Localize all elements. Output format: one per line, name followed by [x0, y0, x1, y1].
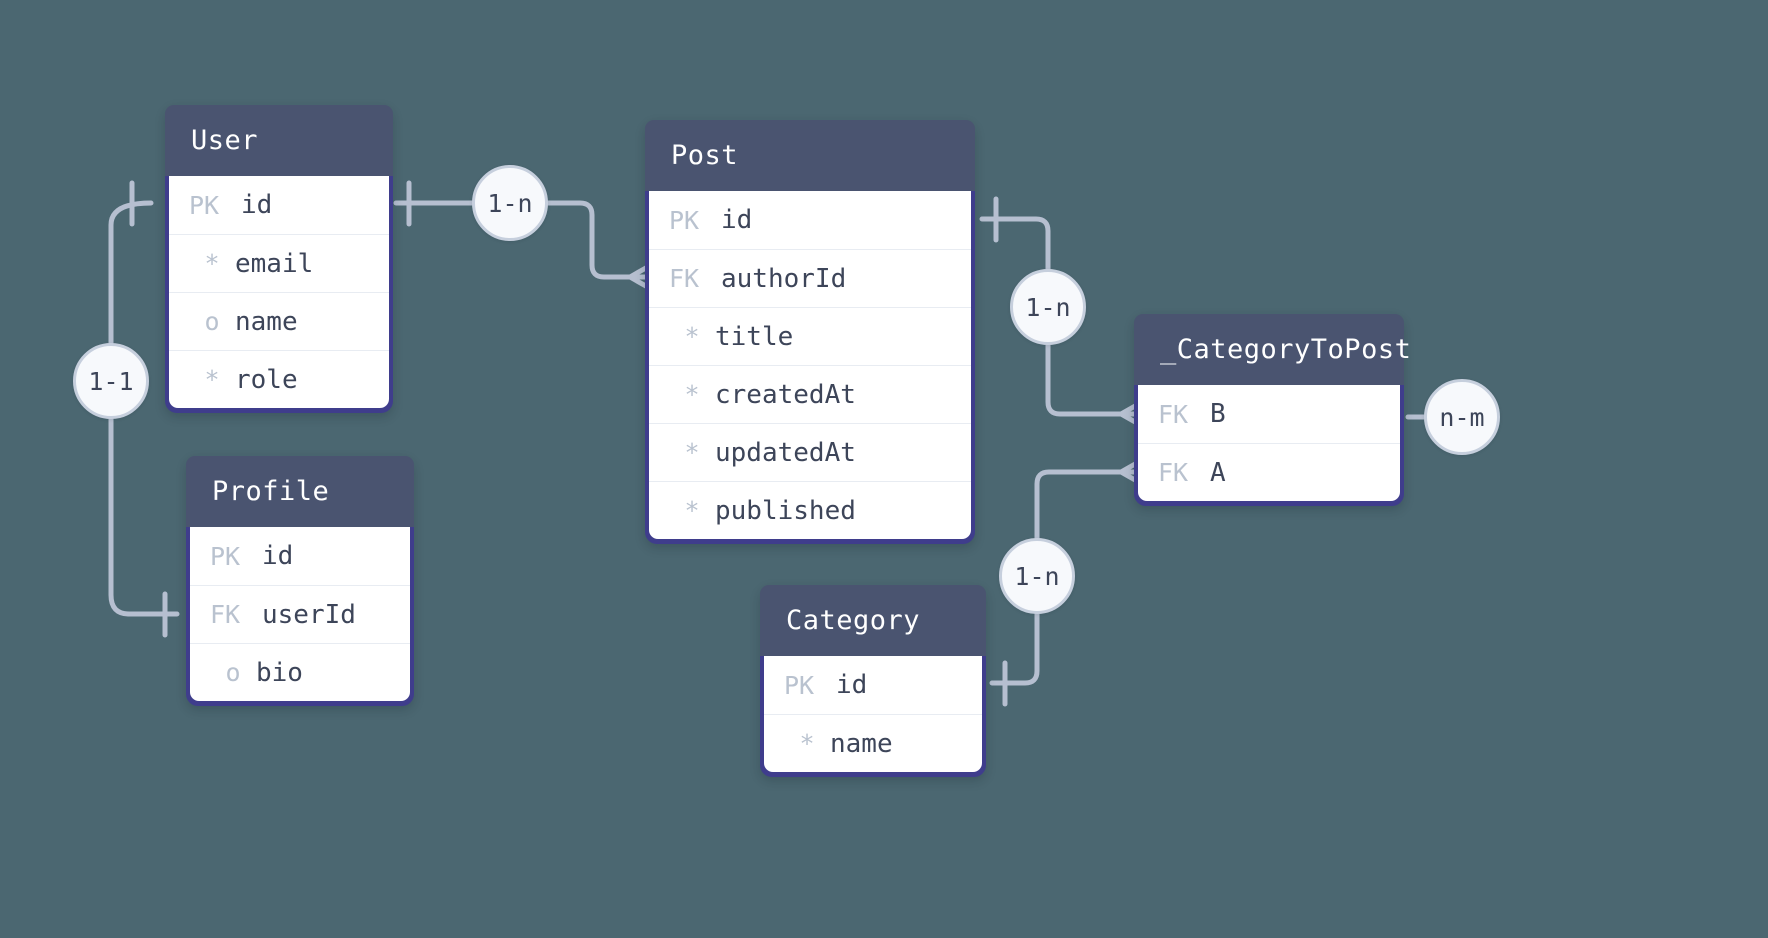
- edge-user-profile: [108, 200, 154, 346]
- entity-title-category: Category: [760, 585, 986, 656]
- field-key-indicator: FK: [669, 264, 700, 293]
- field-name-label: name: [830, 728, 893, 759]
- field-row[interactable]: * updatedAt: [649, 423, 971, 481]
- field-name-label: role: [235, 364, 298, 395]
- cardinality-badge-user-profile[interactable]: 1-1: [73, 343, 149, 419]
- field-key-indicator: o: [204, 307, 220, 336]
- field-name-label: A: [1210, 457, 1226, 488]
- field-name-label: title: [715, 321, 794, 352]
- field-row[interactable]: * createdAt: [649, 365, 971, 423]
- edge-category-ctp-bottom: [989, 611, 1040, 686]
- field-row[interactable]: * title: [649, 307, 971, 365]
- field-name-label: name: [235, 306, 298, 337]
- field-name-label: bio: [256, 657, 303, 688]
- field-name-label: updatedAt: [715, 437, 856, 468]
- field-row[interactable]: PK id: [649, 191, 971, 249]
- edge-post-ctp-bottom: [1045, 342, 1124, 417]
- entity-title-post: Post: [645, 120, 975, 191]
- field-key-indicator: o: [225, 658, 241, 687]
- cardinality-badge-post-categorytopost[interactable]: 1-n: [1010, 269, 1086, 345]
- entity-title-user: User: [165, 105, 393, 176]
- field-name-label: createdAt: [715, 379, 856, 410]
- field-name-label: published: [715, 495, 856, 526]
- field-name-label: email: [235, 248, 314, 279]
- field-key-indicator: PK: [210, 541, 241, 571]
- field-row[interactable]: PK id: [764, 656, 982, 714]
- field-key-indicator: *: [684, 322, 700, 351]
- field-key-indicator: PK: [784, 670, 815, 700]
- field-name-label: id: [241, 190, 273, 220]
- field-key-indicator: PK: [189, 190, 220, 220]
- entity-title-profile: Profile: [186, 456, 414, 527]
- cardinality-badge-user-post[interactable]: 1-n: [472, 165, 548, 241]
- field-key-indicator: *: [684, 380, 700, 409]
- field-key-indicator: *: [204, 249, 220, 278]
- field-row[interactable]: * role: [169, 350, 389, 408]
- field-name-label: id: [721, 205, 753, 235]
- entity-title-categorytopost: _CategoryToPost: [1134, 314, 1411, 385]
- edge-user-post-right: [545, 200, 633, 280]
- field-row[interactable]: FK B: [1138, 385, 1400, 443]
- field-name-label: userId: [262, 599, 356, 630]
- field-key-indicator: *: [684, 496, 700, 525]
- field-key-indicator: FK: [1158, 399, 1189, 429]
- field-name-label: id: [836, 670, 868, 700]
- field-row[interactable]: * published: [649, 481, 971, 539]
- field-key-indicator: *: [684, 438, 700, 467]
- entity-fields-category: PK id * name: [764, 656, 982, 772]
- field-key-indicator: *: [204, 365, 220, 394]
- entity-fields-categorytopost: FK B FK A: [1138, 385, 1400, 501]
- field-row[interactable]: FK A: [1138, 443, 1400, 501]
- edge-post-ctp-top: [979, 216, 1051, 272]
- field-row[interactable]: PK id: [190, 527, 410, 585]
- cardinality-badge-ctp-many[interactable]: n-m: [1424, 379, 1500, 455]
- field-row[interactable]: FK authorId: [649, 249, 971, 307]
- field-key-indicator: FK: [210, 600, 241, 629]
- field-row[interactable]: FK userId: [190, 585, 410, 643]
- field-row[interactable]: PK id: [169, 176, 389, 234]
- field-key-indicator: FK: [1158, 458, 1189, 487]
- field-key-indicator: PK: [669, 205, 700, 235]
- field-row[interactable]: * email: [169, 234, 389, 292]
- field-row[interactable]: * name: [764, 714, 982, 772]
- field-name-label: authorId: [721, 263, 847, 294]
- edge-category-ctp-top: [1034, 469, 1124, 541]
- field-name-label: B: [1210, 399, 1226, 429]
- field-key-indicator: *: [799, 729, 815, 758]
- field-name-label: id: [262, 541, 294, 571]
- cardinality-badge-category-ctp[interactable]: 1-n: [999, 538, 1075, 614]
- edge-user-profile-lower: [108, 416, 180, 617]
